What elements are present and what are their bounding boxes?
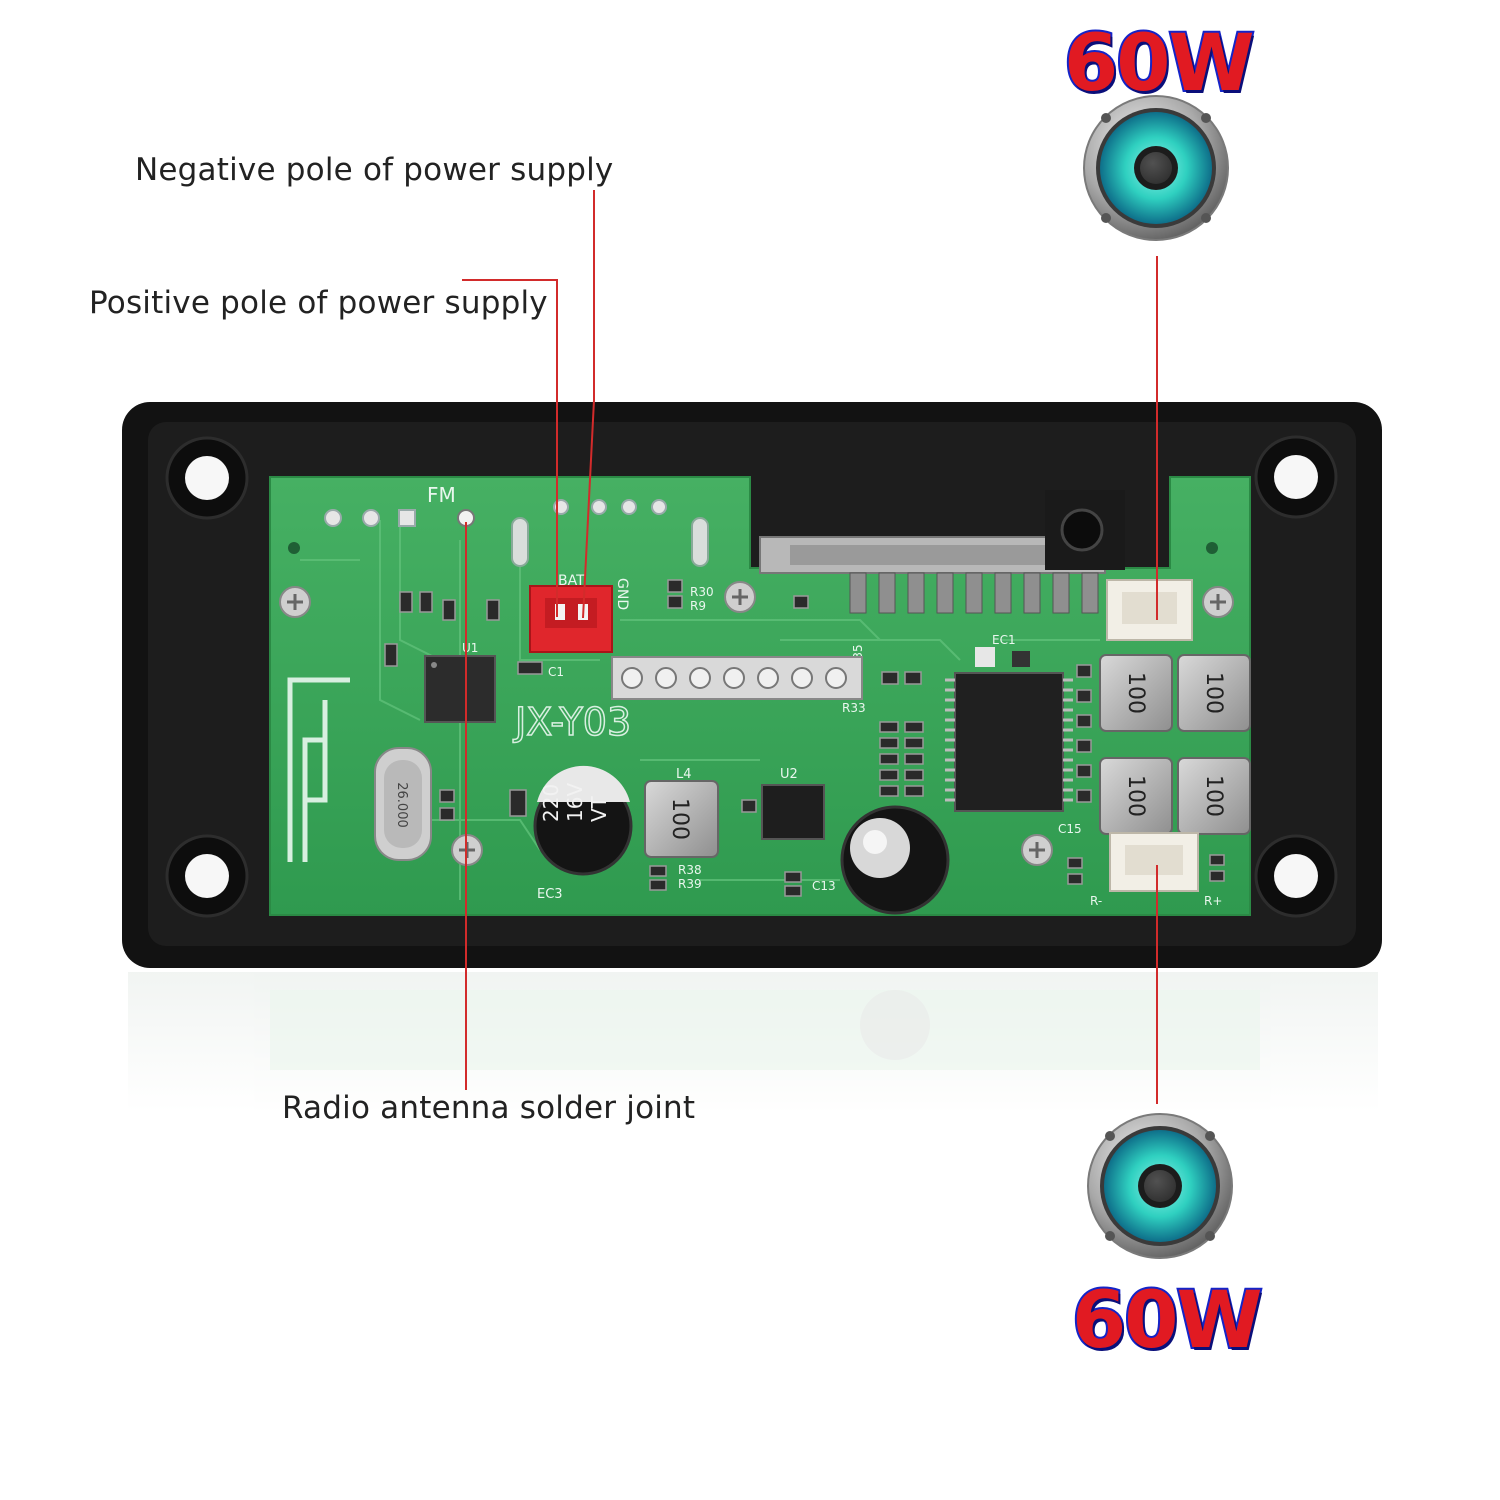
crystal-oscillator: 26.000 — [374, 747, 432, 861]
inductor-out-4: 100 — [1177, 757, 1251, 835]
callout-lines — [462, 190, 1158, 1104]
l4-label: L4 — [676, 767, 692, 782]
mounting-hole-tr — [1254, 435, 1338, 519]
ir-receiver — [1045, 490, 1125, 570]
svg-text:100: 100 — [667, 798, 692, 840]
r33-label: R33 — [842, 701, 866, 715]
pin-header — [611, 656, 863, 700]
mounting-hole-bl — [165, 834, 249, 918]
gnd-label: GND — [614, 578, 630, 610]
svg-text:16V: 16V — [563, 783, 587, 822]
capacitor-ec2 — [840, 805, 950, 915]
test-pads — [288, 542, 1218, 667]
pcb-main: FM JX-Y03 BAT GND R30 R9 C1 U1 R35 R33 L… — [269, 476, 1251, 916]
callout-positive-pole: Positive pole of power supply — [89, 285, 548, 321]
c15-label: C15 — [1058, 822, 1082, 836]
slot-pads — [511, 517, 709, 567]
c1-label: C1 — [548, 665, 564, 679]
c13-label: C13 — [812, 879, 836, 893]
r-plus-label: R+ — [1204, 894, 1222, 908]
screw-icon — [279, 586, 311, 618]
amplifier-ic — [945, 672, 1073, 812]
callout-negative-pole: Negative pole of power supply — [135, 152, 614, 188]
power-connector — [529, 585, 613, 653]
mounting-hole-tl — [165, 436, 249, 520]
line-negative-pole — [582, 190, 595, 619]
line-positive-pole — [462, 279, 558, 617]
speaker-power-bottom: 60W — [1070, 1276, 1265, 1366]
svg-text:26.000: 26.000 — [394, 782, 409, 828]
speaker-connector-bottom — [1109, 832, 1199, 892]
inductor-out-1: 100 — [1099, 654, 1173, 732]
pad-row-top-left — [324, 499, 667, 527]
fm-label: FM — [427, 483, 456, 507]
svg-text:100: 100 — [1123, 775, 1148, 817]
pcb-antenna-icon — [287, 677, 350, 862]
svg-text:220: 220 — [539, 784, 563, 822]
ec1-label: EC1 — [992, 633, 1016, 647]
svg-text:VT: VT — [587, 795, 611, 822]
speaker-icon — [1087, 1113, 1233, 1259]
svg-text:100: 100 — [1123, 672, 1148, 714]
r38-label: R38 — [678, 863, 702, 877]
bluetooth-chip — [424, 655, 496, 723]
r9-label: R9 — [690, 599, 706, 613]
r-minus-label: R- — [1090, 894, 1102, 908]
speaker-icon — [1083, 95, 1229, 241]
u1-label: U1 — [462, 641, 478, 655]
screw-icon — [724, 581, 756, 613]
screw-icon — [1202, 586, 1234, 618]
r39-label: R39 — [678, 877, 702, 891]
inductor-out-3: 100 — [1099, 757, 1173, 835]
speaker-connector-top — [1106, 579, 1193, 641]
callout-antenna-joint: Radio antenna solder joint — [282, 1090, 696, 1126]
chip-u2 — [761, 784, 825, 840]
model-label: JX-Y03 — [513, 700, 631, 744]
svg-text:100: 100 — [1201, 775, 1226, 817]
screw-icon — [1021, 834, 1053, 866]
capacitor-ec3: 220 16V VT — [533, 765, 633, 876]
inductor-out-2: 100 — [1177, 654, 1251, 732]
r30-label: R30 — [690, 585, 714, 599]
speaker-power-top: 60W — [1062, 19, 1257, 109]
ec3-label: EC3 — [537, 887, 563, 902]
u2-label: U2 — [780, 767, 798, 782]
board-reflection — [128, 972, 1378, 1112]
inductor-l4: 100 — [644, 780, 719, 858]
svg-text:100: 100 — [1201, 672, 1226, 714]
smd-components — [384, 579, 1225, 897]
mounting-hole-br — [1254, 834, 1338, 918]
